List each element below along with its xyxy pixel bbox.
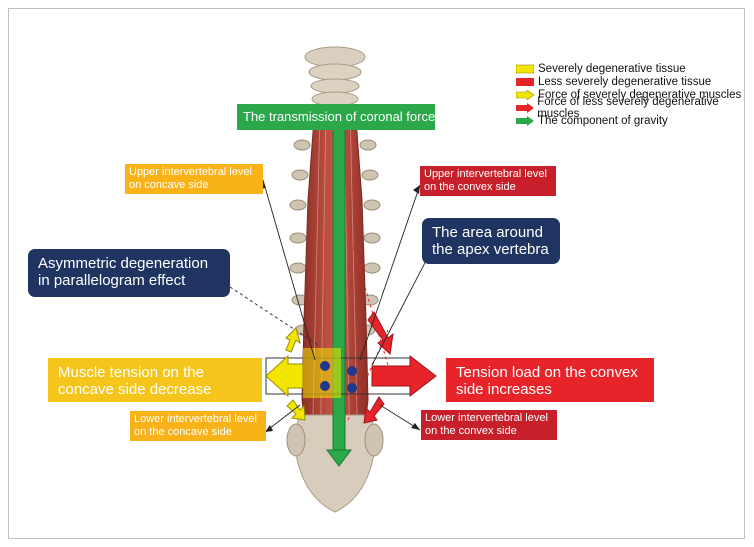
convex-force-arrow bbox=[372, 356, 436, 396]
vertebra-marker bbox=[320, 381, 330, 391]
concave-force-arrow bbox=[266, 356, 303, 396]
legend-label: The component of gravity bbox=[538, 115, 668, 127]
green-arrow-icon bbox=[516, 116, 534, 126]
asymmetric-label: Asymmetric degeneration in parallelogram… bbox=[28, 249, 230, 297]
vertebra-marker bbox=[347, 383, 357, 393]
lower-concave-label: Lower intervertebral level on the concav… bbox=[130, 411, 266, 441]
vertebra-marker bbox=[347, 366, 357, 376]
legend-item: Less severely degenerative tissue bbox=[516, 75, 754, 88]
convex-tension-label: Tension load on the convex side increase… bbox=[446, 358, 654, 402]
upper-concave-label: Upper intervertebral level on concave si… bbox=[125, 164, 263, 194]
legend-label: Less severely degenerative tissue bbox=[538, 76, 711, 88]
vertebra-marker bbox=[320, 361, 330, 371]
upper-convex-label: Upper intervertebral level on the convex… bbox=[420, 166, 556, 196]
red-bar-icon bbox=[516, 77, 534, 87]
yellow-arrow-icon bbox=[516, 90, 534, 100]
legend: Severely degenerative tissue Less severe… bbox=[516, 62, 754, 127]
red-arrow-icon bbox=[516, 103, 533, 113]
lower-convex-label: Lower intervertebral level on the convex… bbox=[421, 410, 557, 440]
gravity-label: The transmission of coronal force displa… bbox=[237, 104, 435, 130]
legend-label: Severely degenerative tissue bbox=[538, 63, 686, 75]
cervical-vertebrae bbox=[305, 47, 365, 106]
legend-item: Force of less severely degenerative musc… bbox=[516, 101, 754, 114]
legend-item: Severely degenerative tissue bbox=[516, 62, 754, 75]
yellow-bar-icon bbox=[516, 64, 534, 74]
concave-tension-label: Muscle tension on the concave side decre… bbox=[48, 358, 262, 402]
apex-label: The area around the apex vertebra bbox=[422, 218, 560, 264]
